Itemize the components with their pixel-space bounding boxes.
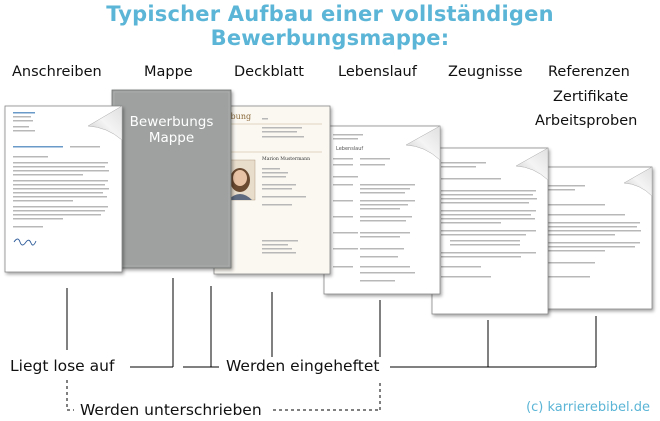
deckblatt-name: Marion Mustermann	[262, 156, 310, 162]
deckblatt-header: erbung	[222, 112, 251, 121]
note-liegt-lose-auf: Liegt lose auf	[10, 357, 119, 375]
label-deckblatt: Deckblatt	[234, 64, 304, 80]
label-arbeitsproben: Arbeitsproben	[535, 113, 638, 129]
signature	[13, 238, 37, 246]
label-referenzen: Referenzen	[548, 64, 630, 80]
label-anschreiben: Anschreiben	[12, 64, 102, 80]
document-zeugnisse	[431, 147, 549, 315]
folder-title-2: Mappe	[148, 130, 195, 146]
folder-title-1: Bewerbungs	[129, 114, 214, 130]
dashed-connector	[66, 380, 381, 411]
document-deckblatt: erbung Marion Mustermann	[213, 105, 331, 275]
label-zertifikate: Zertifikate	[553, 89, 629, 105]
document-lebenslauf: Lebenslauf	[323, 125, 441, 295]
document-anschreiben	[4, 105, 123, 273]
connector-lines	[66, 278, 597, 368]
credit-text: (c) karrierebibel.de	[526, 400, 650, 415]
note-werden-unterschrieben: Werden unterschrieben	[76, 401, 266, 419]
document-referenzen	[535, 166, 653, 310]
label-mappe: Mappe	[144, 64, 193, 80]
lebenslauf-heading: Lebenslauf	[336, 146, 363, 152]
bewerbungsmappe-folder	[111, 89, 232, 269]
page-title: Typischer Aufbau einer vollständigen Bew…	[106, 2, 554, 50]
label-lebenslauf: Lebenslauf	[338, 64, 417, 80]
note-werden-eingeheftet: Werden eingeheftet	[222, 357, 384, 375]
label-zeugnisse: Zeugnisse	[448, 64, 523, 80]
